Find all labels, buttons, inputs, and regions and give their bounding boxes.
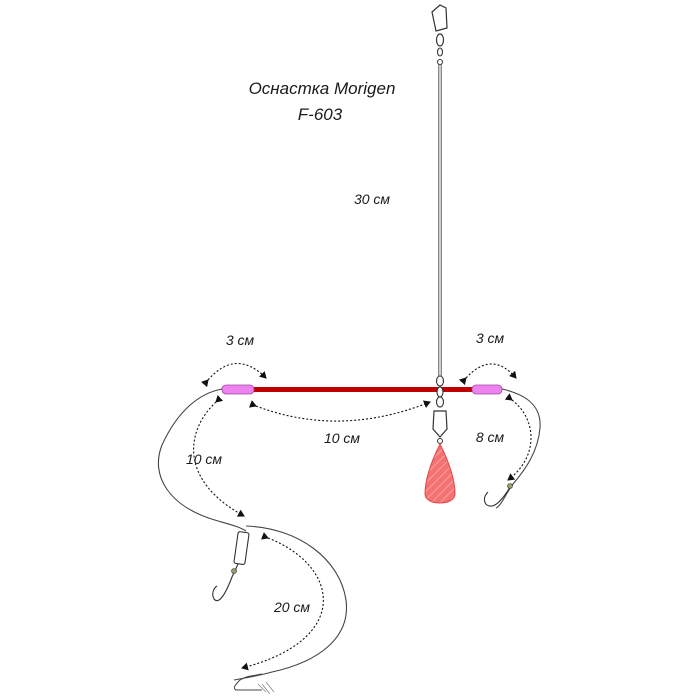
boom-bar xyxy=(252,387,474,392)
right-tip-length-label: 3 см xyxy=(476,330,505,346)
long-leader-hook-icon xyxy=(233,673,275,695)
left-tip-arrow xyxy=(201,363,267,388)
left-leader-line xyxy=(157,388,247,532)
diagram-title-line1: Оснастка Morigen xyxy=(249,79,396,98)
sinker-icon xyxy=(424,442,456,504)
right-tube xyxy=(471,384,503,395)
left-leader-arrow xyxy=(193,394,245,517)
top-swivel-icon xyxy=(431,4,448,65)
right-tip-arrow xyxy=(458,363,517,386)
center-swivel-icon xyxy=(432,375,448,444)
long-leader-line xyxy=(233,525,348,681)
left-leader-length-label: 10 см xyxy=(186,451,222,467)
main-leader-length-label: 30 см xyxy=(354,191,390,207)
right-leader-length-label: 8 см xyxy=(476,429,505,445)
main-leader-line xyxy=(438,64,442,382)
diagram-title-line2: F-603 xyxy=(298,105,343,124)
right-leader-arrow xyxy=(504,393,532,481)
right-hook-icon xyxy=(483,483,513,507)
left-boom-arrow xyxy=(248,400,431,422)
long-leader-length-label: 20 см xyxy=(273,599,310,615)
right-leader-line xyxy=(495,388,541,509)
left-tube xyxy=(221,384,255,395)
left-hook-icon xyxy=(212,531,250,602)
left-tip-length-label: 3 см xyxy=(226,332,255,348)
left-boom-length-label: 10 см xyxy=(324,430,360,446)
